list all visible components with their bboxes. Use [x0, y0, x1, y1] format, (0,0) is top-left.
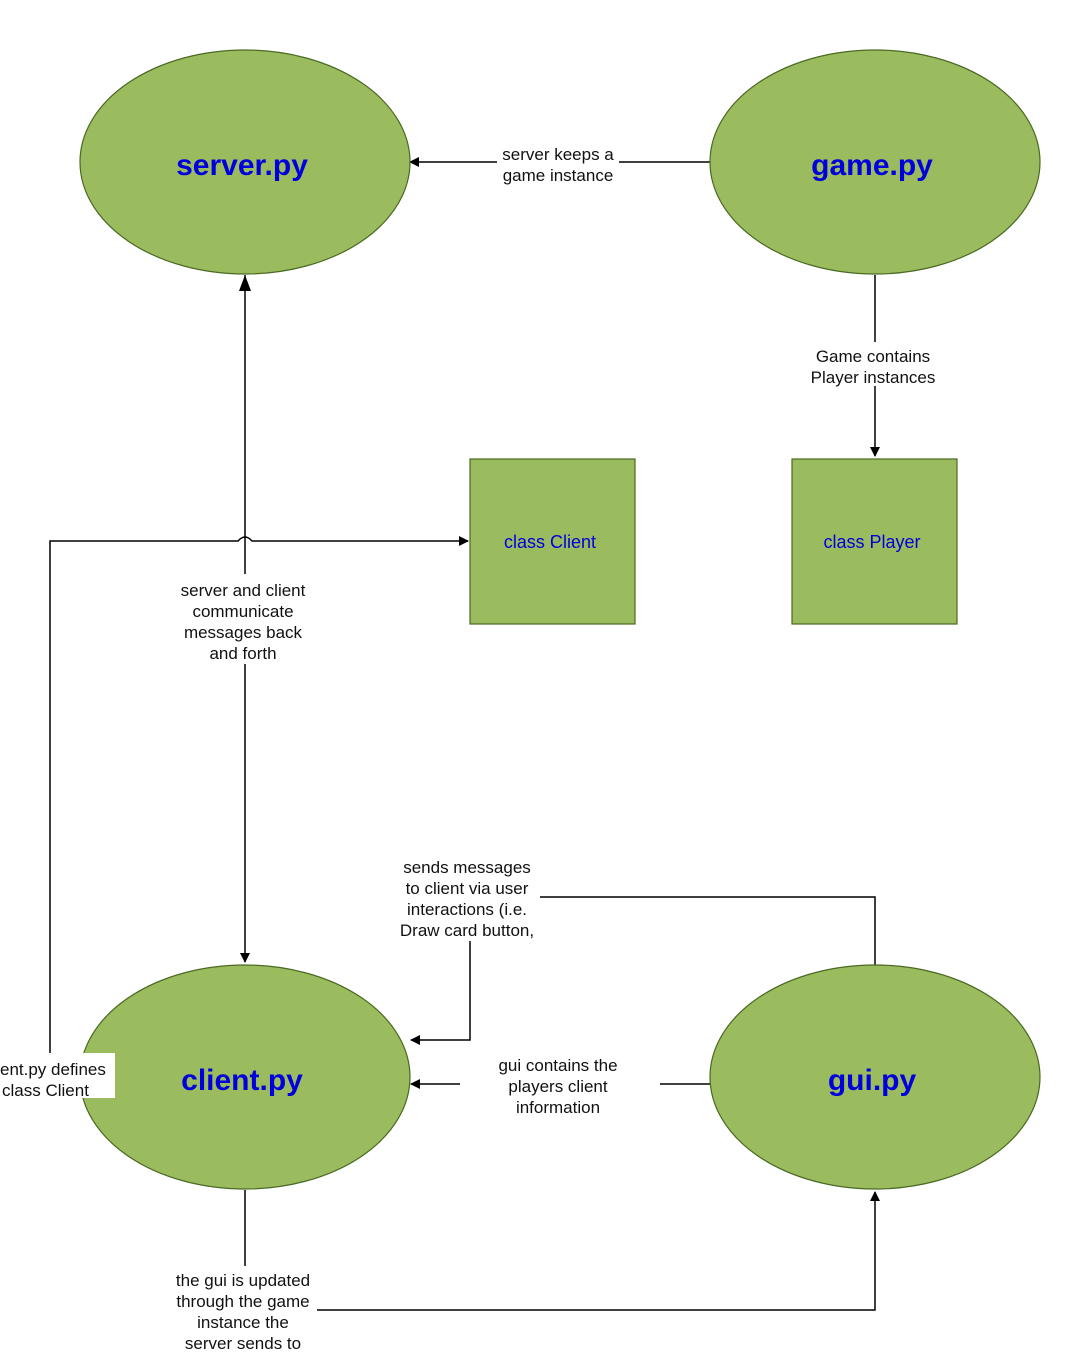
label-client-to-class-client: ent.py defines class Client	[0, 1053, 115, 1100]
label-line: Game contains	[816, 347, 930, 366]
label-game-to-player: Game contains Player instances	[803, 342, 947, 387]
label-line: to client via user	[406, 879, 529, 898]
label-line: interactions (i.e.	[407, 900, 527, 919]
label-line: through the game	[176, 1292, 309, 1311]
label-line: instance the	[197, 1313, 289, 1332]
node-client: client.py	[79, 964, 411, 1190]
node-class-player: class Player	[791, 458, 958, 625]
label-gui-to-client-top: sends messages to client via user intera…	[394, 853, 540, 941]
label-line: and forth	[209, 644, 276, 663]
label-line: Draw card button,	[400, 921, 534, 940]
node-client-label: client.py	[181, 1064, 303, 1097]
node-game: game.py	[709, 49, 1041, 275]
node-class-client: class Client	[469, 458, 636, 625]
node-class-client-label: class Client	[504, 532, 596, 552]
edge-client-to-class-client	[49, 536, 469, 1055]
label-line: sends messages	[403, 858, 531, 877]
node-game-label: game.py	[811, 149, 933, 182]
label-client-to-gui: the gui is updated through the game inst…	[167, 1266, 317, 1356]
node-server-label: server.py	[176, 149, 308, 182]
label-line: gui contains the	[498, 1056, 617, 1075]
node-gui-label: gui.py	[828, 1064, 917, 1097]
label-line: information	[516, 1098, 600, 1117]
node-class-player-label: class Player	[823, 532, 920, 552]
label-line: Player instances	[811, 368, 936, 387]
node-server: server.py	[79, 49, 411, 275]
label-line: class Client	[2, 1081, 89, 1100]
label-line: game instance	[503, 166, 614, 185]
label-line: messages back	[184, 623, 303, 642]
node-gui: gui.py	[709, 964, 1041, 1190]
label-line: players client	[508, 1077, 607, 1096]
label-line: communicate	[192, 602, 293, 621]
label-server-client: server and client communicate messages b…	[172, 574, 314, 664]
label-game-to-server: server keeps a game instance	[497, 143, 619, 185]
label-line: server and client	[181, 581, 306, 600]
label-line: server keeps a	[502, 145, 614, 164]
label-gui-to-client-mid: gui contains the players client informat…	[460, 1052, 660, 1118]
label-line: the gui is updated	[176, 1271, 310, 1290]
label-line: server sends to	[185, 1334, 301, 1353]
label-line: ent.py defines	[0, 1060, 106, 1079]
edge-client-to-gui	[244, 1190, 880, 1311]
